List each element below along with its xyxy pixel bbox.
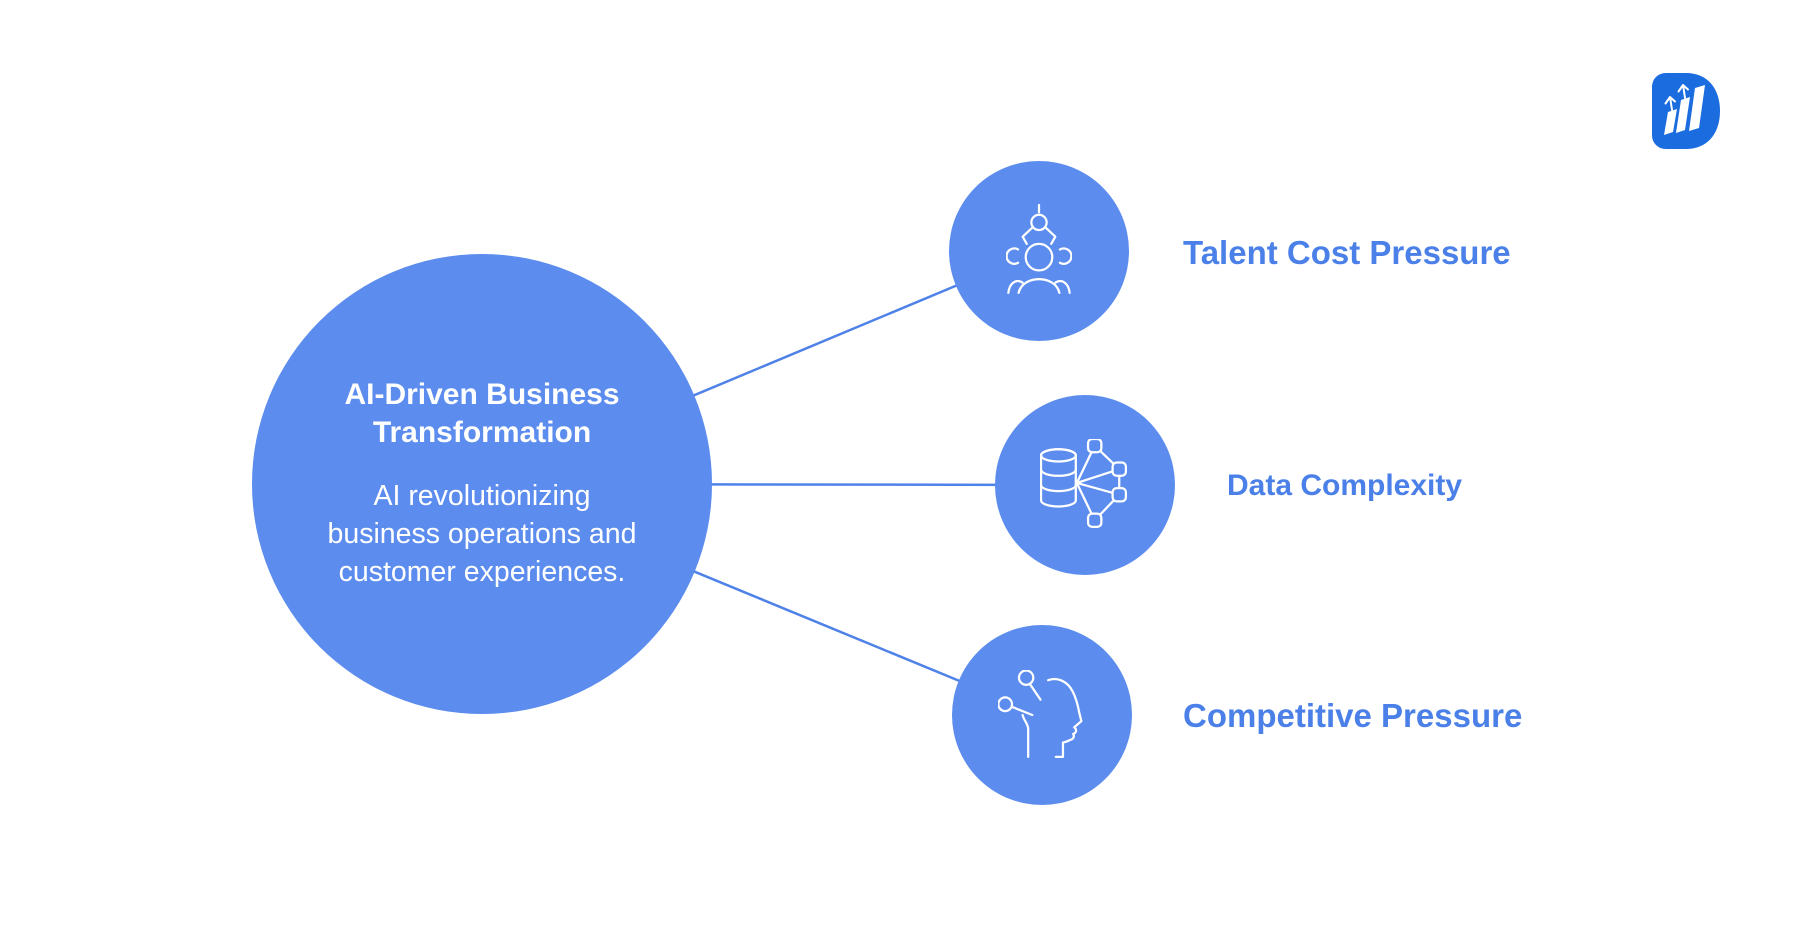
logo-bar-1 bbox=[1664, 109, 1677, 135]
hub-description: AI revolutionizing business operations a… bbox=[327, 480, 637, 589]
database-network-icon bbox=[1040, 439, 1128, 529]
node-label-data-complexity: Data Complexity bbox=[1227, 469, 1463, 502]
hub-title: AI-Driven Business Transformation bbox=[344, 378, 620, 450]
logo-bar-2 bbox=[1676, 97, 1690, 133]
node-label-talent-cost-pressure: Talent Cost Pressure bbox=[1183, 234, 1511, 271]
node-label-competitive-pressure: Competitive Pressure bbox=[1183, 697, 1523, 734]
logo-bar-3 bbox=[1689, 85, 1705, 131]
head-insight-icon bbox=[998, 670, 1083, 759]
growth-bars-d-logo bbox=[1652, 73, 1720, 149]
logo-up-arrows bbox=[1664, 84, 1689, 111]
talent-claw-people-icon bbox=[1006, 203, 1072, 294]
node-data-complexity bbox=[995, 395, 1175, 575]
hub-circle: AI-Driven Business Transformation AI rev… bbox=[252, 254, 712, 714]
node-competitive-pressure bbox=[952, 625, 1132, 805]
node-talent-cost-pressure bbox=[949, 161, 1129, 341]
